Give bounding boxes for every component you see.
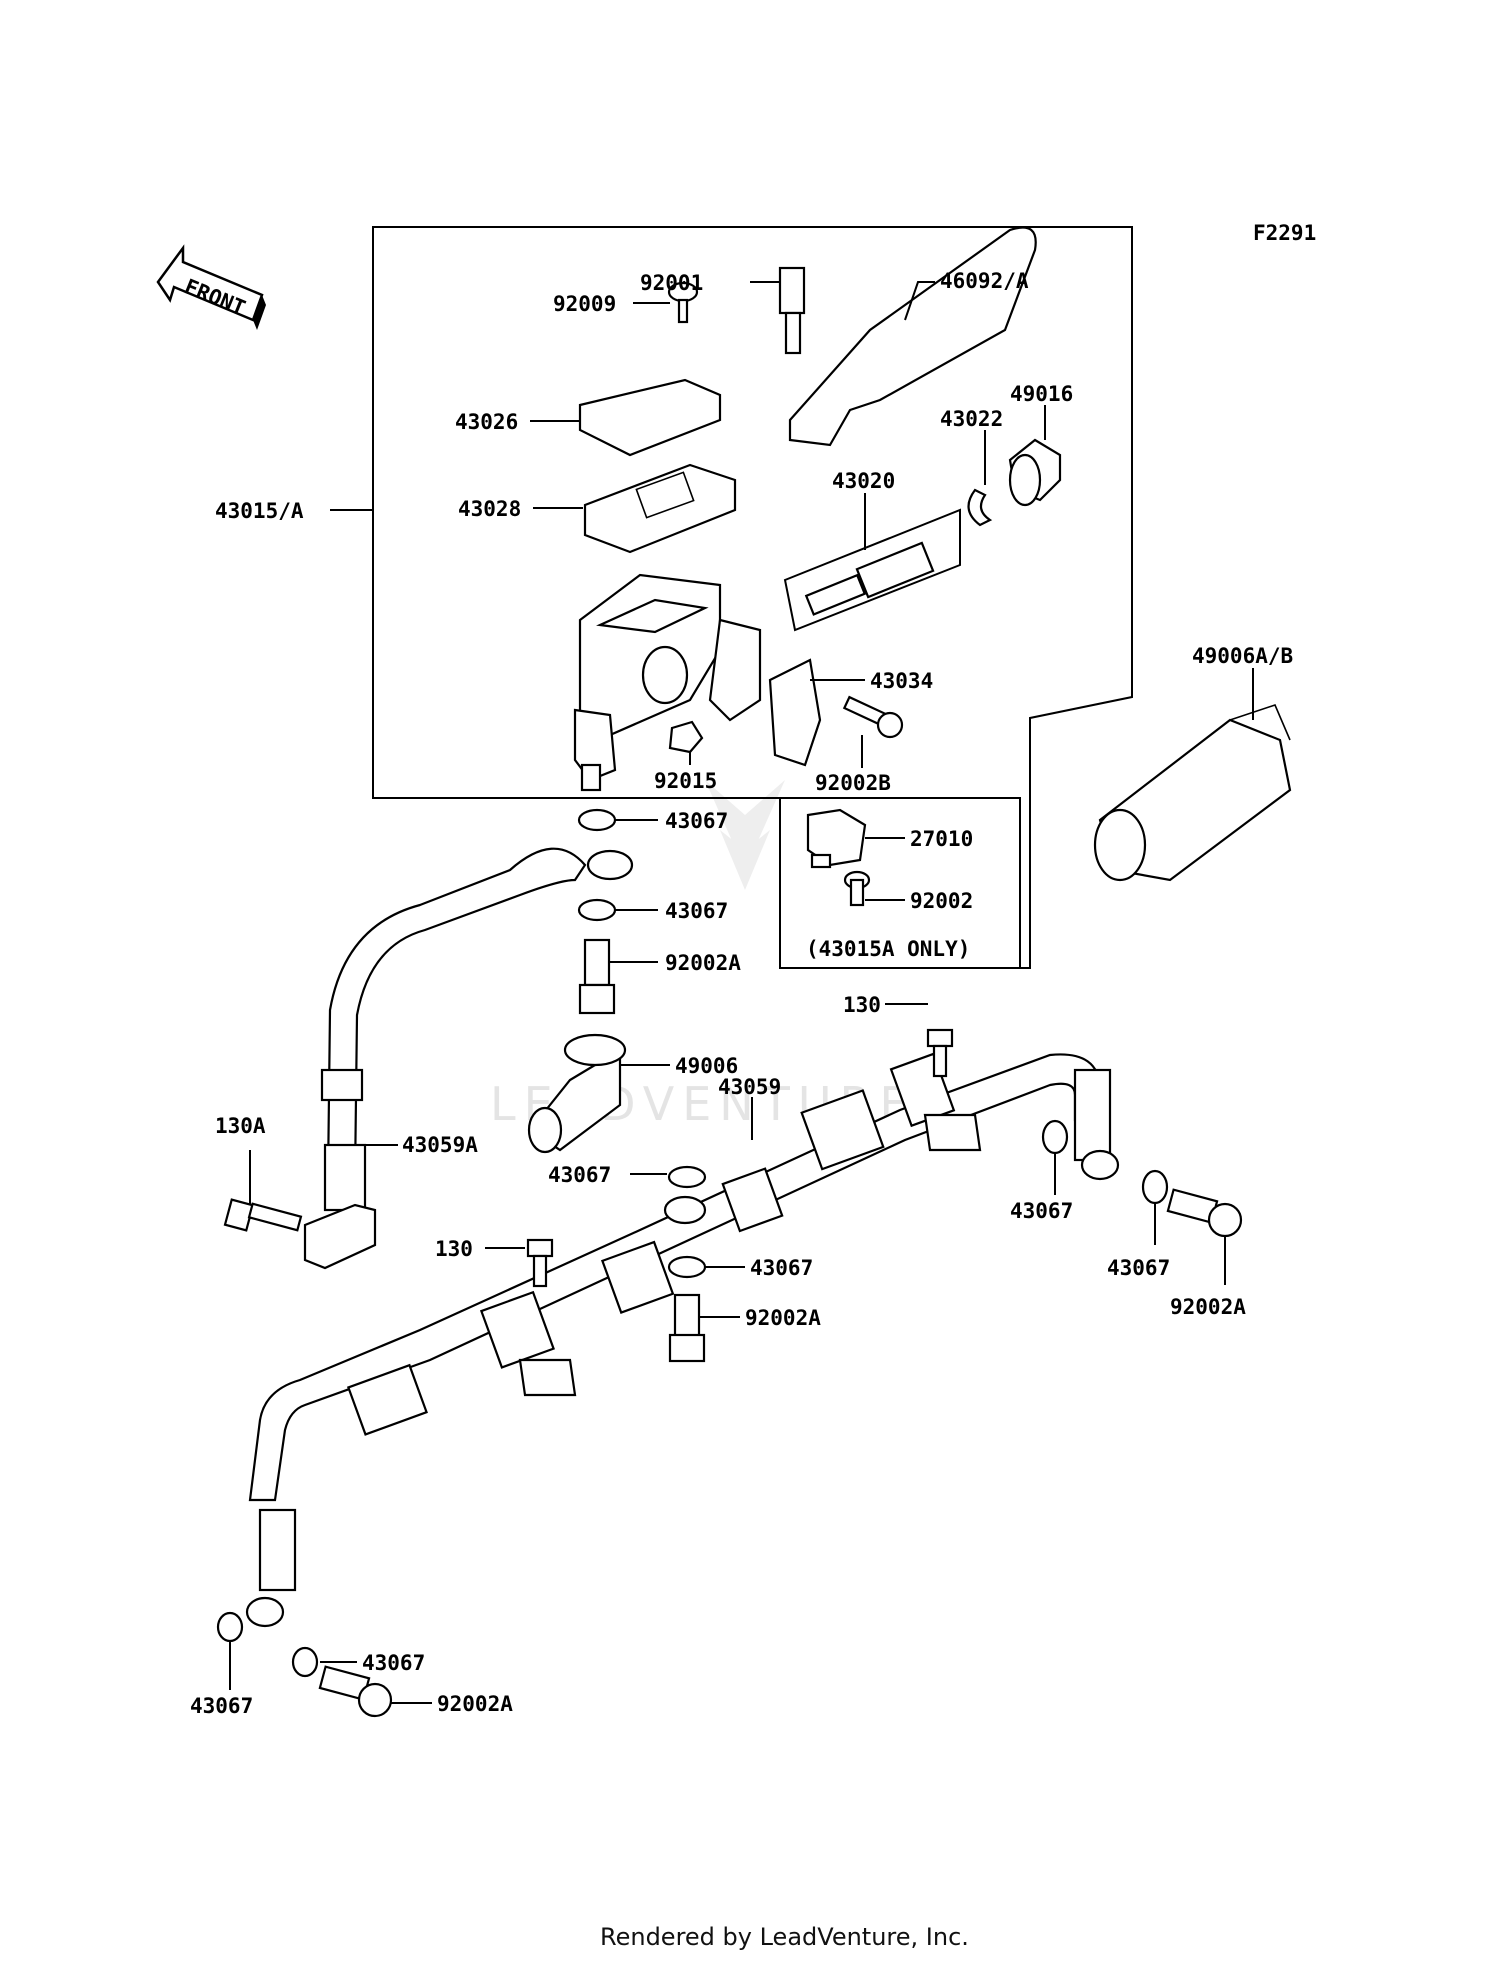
diagram-code: F2291 bbox=[1253, 221, 1316, 245]
callout-43059: 43059 bbox=[718, 1075, 781, 1099]
cover-49006 bbox=[527, 1033, 627, 1154]
callout-49006: 49006 bbox=[675, 1054, 738, 1078]
callout-49006A-B: 49006A/B bbox=[1192, 644, 1293, 668]
bolt-130-lower bbox=[526, 1238, 554, 1288]
callout-43059A: 43059A bbox=[402, 1133, 478, 1157]
washer-43067-h bbox=[291, 1646, 319, 1678]
callout-43028: 43028 bbox=[458, 497, 521, 521]
banjo-bolt-92002A-right bbox=[1166, 1188, 1243, 1238]
brake-lever bbox=[788, 226, 1037, 447]
callout-130A: 130A bbox=[215, 1114, 266, 1138]
callout-27010: 27010 bbox=[910, 827, 973, 851]
callout-43067-2: 43067 bbox=[665, 899, 728, 923]
switch-note: (43015A ONLY) bbox=[806, 937, 970, 961]
callout-43067-1: 43067 bbox=[665, 809, 728, 833]
washer-43067-b bbox=[577, 898, 617, 922]
brake-switch bbox=[806, 808, 867, 869]
assembly-outline bbox=[372, 226, 1133, 969]
callout-43022: 43022 bbox=[940, 407, 1003, 431]
callout-92009: 92009 bbox=[553, 292, 616, 316]
banjo-bolt-92002A-lower bbox=[318, 1665, 393, 1718]
callout-92015: 92015 bbox=[654, 769, 717, 793]
front-arrow-icon: FRONT bbox=[156, 244, 266, 330]
nut-92015 bbox=[668, 720, 704, 754]
callout-43020: 43020 bbox=[832, 469, 895, 493]
callout-92002B: 92002B bbox=[815, 771, 891, 795]
bolt-130A bbox=[223, 1198, 303, 1232]
bolt-92002B bbox=[842, 695, 904, 739]
callout-92002: 92002 bbox=[910, 889, 973, 913]
footer-credit: Rendered by LeadVenture, Inc. bbox=[600, 1923, 969, 1951]
cover-49006AB bbox=[1093, 704, 1292, 882]
callout-92001: 92001 bbox=[640, 271, 703, 295]
bolt-92001 bbox=[778, 266, 806, 355]
washer-43067-c bbox=[667, 1165, 707, 1189]
callout-130-2: 130 bbox=[435, 1237, 473, 1261]
callout-43034: 43034 bbox=[870, 669, 933, 693]
diaphragm bbox=[583, 463, 737, 554]
clamp bbox=[768, 658, 822, 767]
callout-92002A-2: 92002A bbox=[745, 1306, 821, 1330]
washer-43067-g bbox=[216, 1611, 244, 1643]
callout-labels: 92001 46092/A 92009 43026 49016 43022 43… bbox=[190, 269, 1293, 1718]
washer-43067-a bbox=[577, 808, 617, 832]
banjo-bolt-92002A-upper bbox=[578, 938, 616, 1015]
callout-49016: 49016 bbox=[1010, 382, 1073, 406]
callout-92002A-3: 92002A bbox=[1170, 1295, 1246, 1319]
screw-92009 bbox=[667, 281, 699, 324]
circlip bbox=[967, 488, 993, 527]
switch-subassembly-box bbox=[779, 797, 1021, 969]
callout-130-1: 130 bbox=[843, 993, 881, 1017]
washer-43067-f bbox=[1141, 1169, 1169, 1205]
dust-boot bbox=[1008, 438, 1062, 507]
callout-43067-6: 43067 bbox=[1107, 1256, 1170, 1280]
callout-43067-3: 43067 bbox=[548, 1163, 611, 1187]
leader-lines bbox=[229, 281, 1254, 1704]
washer-43067-e bbox=[1041, 1119, 1069, 1155]
master-cylinder bbox=[573, 573, 762, 792]
callout-43067-5: 43067 bbox=[750, 1256, 813, 1280]
banjo-bolt-92002A-middle bbox=[668, 1293, 706, 1363]
callout-43067-8: 43067 bbox=[190, 1694, 253, 1718]
washer-43067-d bbox=[667, 1255, 707, 1279]
screw-92002 bbox=[843, 870, 871, 907]
callout-43026: 43026 bbox=[455, 410, 518, 434]
reservoir-cap bbox=[578, 378, 722, 457]
hose-43059 bbox=[245, 1052, 1120, 1628]
callout-43067-4: 43067 bbox=[1010, 1199, 1073, 1223]
callout-92002A-4: 92002A bbox=[437, 1692, 513, 1716]
callout-43015-A: 43015/A bbox=[215, 499, 304, 523]
bolt-130-upper bbox=[926, 1028, 954, 1078]
callout-92002A-1: 92002A bbox=[665, 951, 741, 975]
callout-43067-7: 43067 bbox=[362, 1651, 425, 1675]
piston-kit bbox=[783, 508, 961, 632]
callout-46092-A: 46092/A bbox=[940, 269, 1029, 293]
hose-43059A bbox=[303, 847, 634, 1270]
